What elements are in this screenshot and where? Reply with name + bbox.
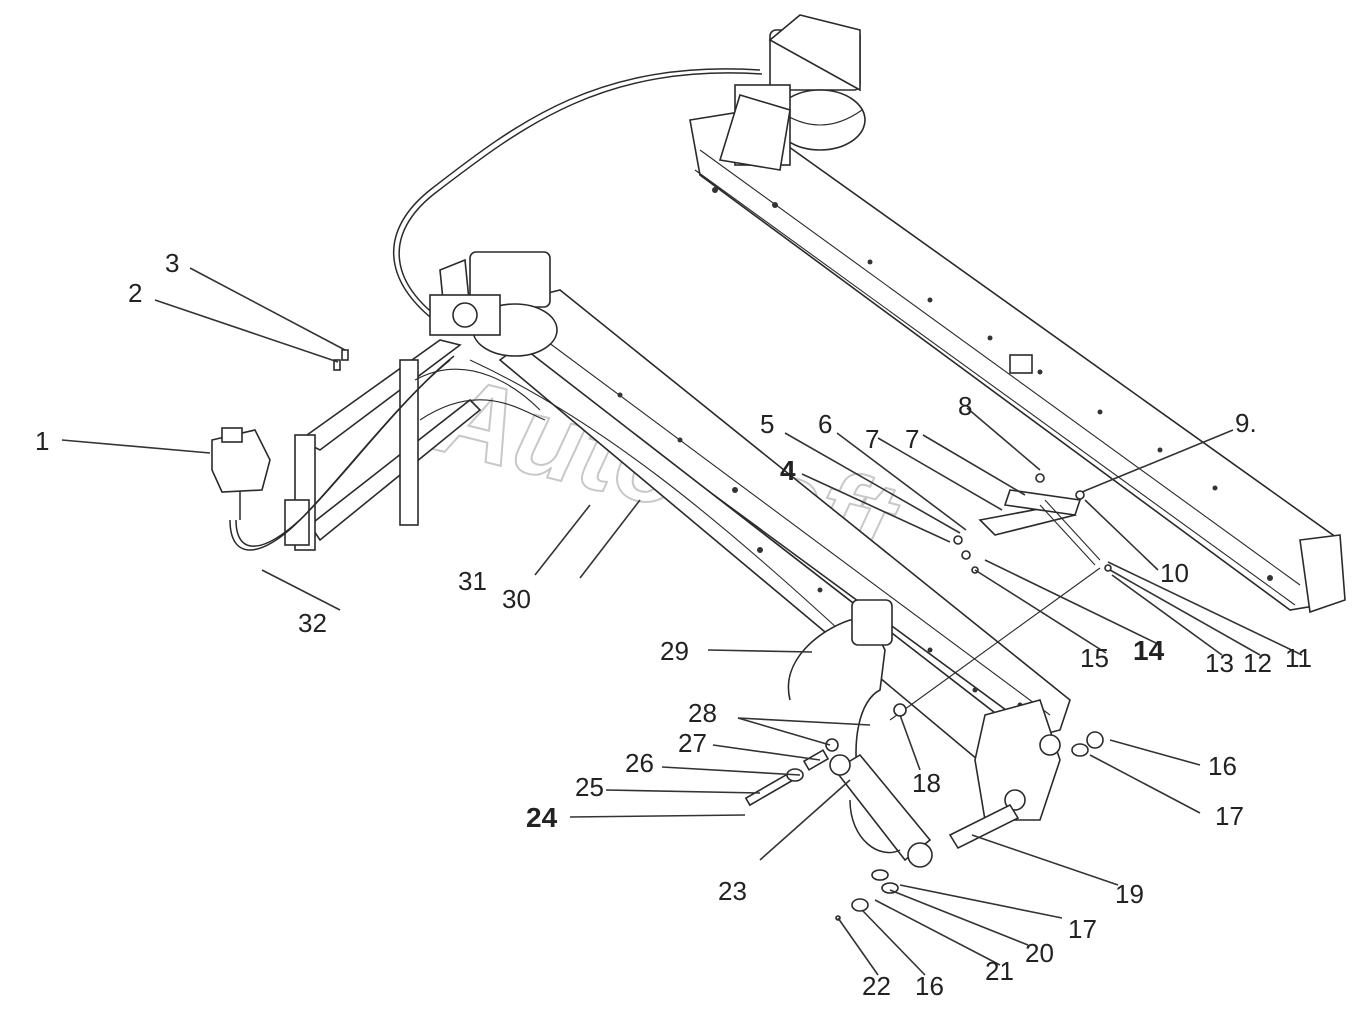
callout-24: 24 — [526, 802, 558, 833]
reservoir — [211, 427, 271, 493]
callout-20: 20 — [1025, 938, 1054, 968]
callout-31: 31 — [458, 566, 487, 596]
callouts: 1 2 3 4 5 6 7 7 8 9. 10 11 12 13 14 15 1… — [35, 248, 1312, 1001]
bolt — [333, 359, 341, 371]
right-air-spring-assembly — [718, 14, 866, 171]
bolt — [341, 349, 349, 361]
callout-16a: 16 — [1208, 751, 1237, 781]
mount-bracket — [948, 699, 1104, 850]
callout-12: 12 — [1243, 648, 1272, 678]
callout-26: 26 — [625, 748, 654, 778]
callout-6: 6 — [818, 409, 832, 439]
callout-21: 21 — [985, 956, 1014, 986]
callout-13: 13 — [1205, 648, 1234, 678]
left-air-spring-assembly — [429, 251, 558, 357]
callout-9: 9. — [1235, 408, 1257, 438]
callout-7b: 7 — [905, 424, 919, 454]
callout-4: 4 — [780, 455, 796, 486]
callout-1: 1 — [35, 426, 49, 456]
callout-29: 29 — [660, 636, 689, 666]
callout-22: 22 — [862, 971, 891, 1001]
callout-15: 15 — [1080, 643, 1109, 673]
stabilizer-frame — [229, 339, 546, 551]
callout-2: 2 — [128, 278, 142, 308]
callout-3: 3 — [165, 248, 179, 278]
callout-32: 32 — [298, 608, 327, 638]
air-line — [393, 68, 761, 326]
callout-23: 23 — [718, 876, 747, 906]
callout-17a: 17 — [1215, 801, 1244, 831]
cab-cylinder — [787, 599, 933, 868]
callout-11: 11 — [1285, 643, 1312, 673]
callout-25: 25 — [575, 772, 604, 802]
callout-8: 8 — [958, 391, 972, 421]
callout-27: 27 — [678, 728, 707, 758]
linkage-assembly — [953, 473, 1112, 574]
right-frame-rail — [689, 111, 1346, 614]
callout-10: 10 — [1160, 558, 1189, 588]
leader-lines — [61, 267, 1303, 976]
callout-7a: 7 — [865, 424, 879, 454]
callout-30: 30 — [502, 584, 531, 614]
callout-14: 14 — [1133, 635, 1165, 666]
callout-16b: 16 — [915, 971, 944, 1001]
callout-28: 28 — [688, 698, 717, 728]
callout-18: 18 — [912, 768, 941, 798]
callout-5: 5 — [760, 409, 774, 439]
callout-17b: 17 — [1068, 914, 1097, 944]
callout-19: 19 — [1115, 879, 1144, 909]
